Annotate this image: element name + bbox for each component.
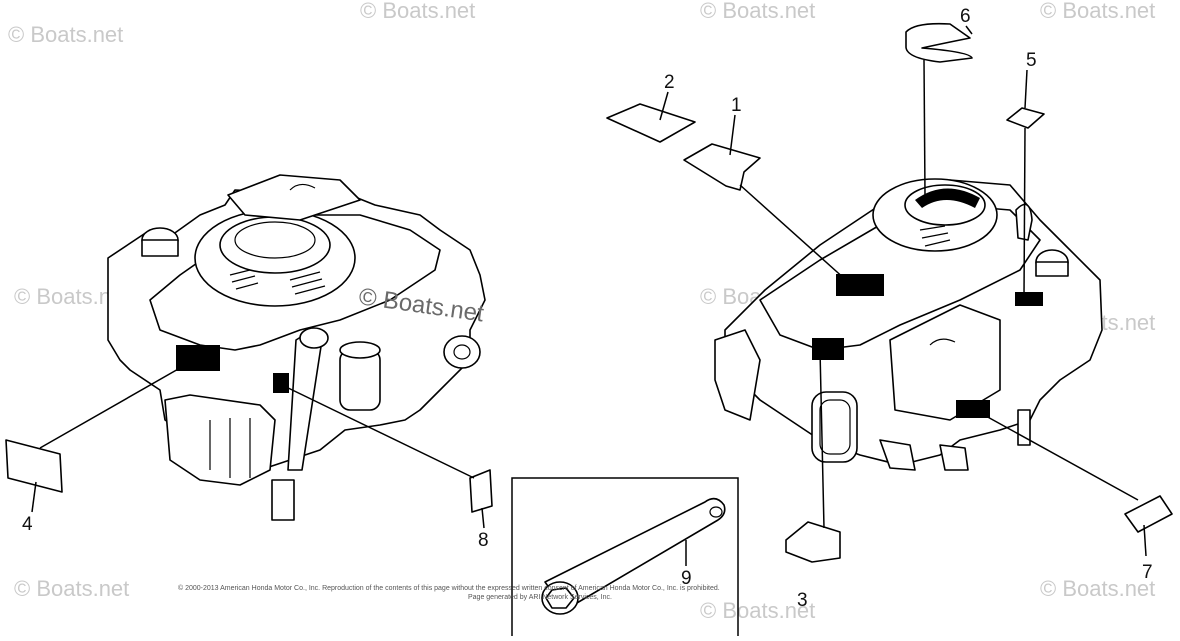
- watermark-text: © Boats.net: [1040, 0, 1155, 23]
- label-block: [1015, 292, 1043, 306]
- callout-9: 9: [681, 568, 692, 589]
- callout-1: 1: [731, 95, 742, 116]
- watermark-text: © Boats.net: [360, 0, 475, 23]
- decal-2: [606, 103, 696, 143]
- callouts: 1 2 3 4 5 6 7 8 9: [22, 6, 1153, 611]
- decal-5: [1006, 107, 1045, 129]
- decal-7: [1124, 495, 1173, 533]
- decal-8: [469, 469, 493, 513]
- decal-6: [905, 22, 973, 63]
- decal-3: [785, 521, 841, 563]
- label-block: [836, 274, 884, 296]
- watermark-text: © Boats.net: [700, 598, 815, 623]
- watermark-text: © Boats.net: [14, 576, 129, 601]
- decal-4: [5, 439, 63, 493]
- copyright-line: © 2000-2013 American Honda Motor Co., In…: [178, 585, 720, 592]
- watermark-text: © Boats.net: [1040, 576, 1155, 601]
- watermark-text: © Boats.net: [700, 0, 815, 23]
- copyright-line: Page generated by ARI Network Services, …: [468, 594, 612, 601]
- label-block: [176, 345, 220, 371]
- callout-3: 3: [797, 590, 808, 611]
- tool-box-9: [511, 477, 739, 636]
- callout-5: 5: [1026, 50, 1037, 71]
- label-block: [273, 373, 289, 393]
- callout-4: 4: [22, 514, 33, 535]
- callout-8: 8: [478, 530, 489, 551]
- callout-2: 2: [664, 72, 675, 93]
- callout-6: 6: [960, 6, 971, 27]
- right-engine: [714, 178, 1103, 471]
- left-engine: [107, 174, 486, 521]
- callout-7: 7: [1142, 562, 1153, 583]
- copyright-notice: © 2000-2013 American Honda Motor Co., In…: [178, 584, 1018, 602]
- watermark-text: © Boats.net: [8, 22, 123, 47]
- decal-1: [683, 143, 761, 191]
- leader-lines: [31, 25, 1147, 566]
- label-block: [812, 338, 844, 360]
